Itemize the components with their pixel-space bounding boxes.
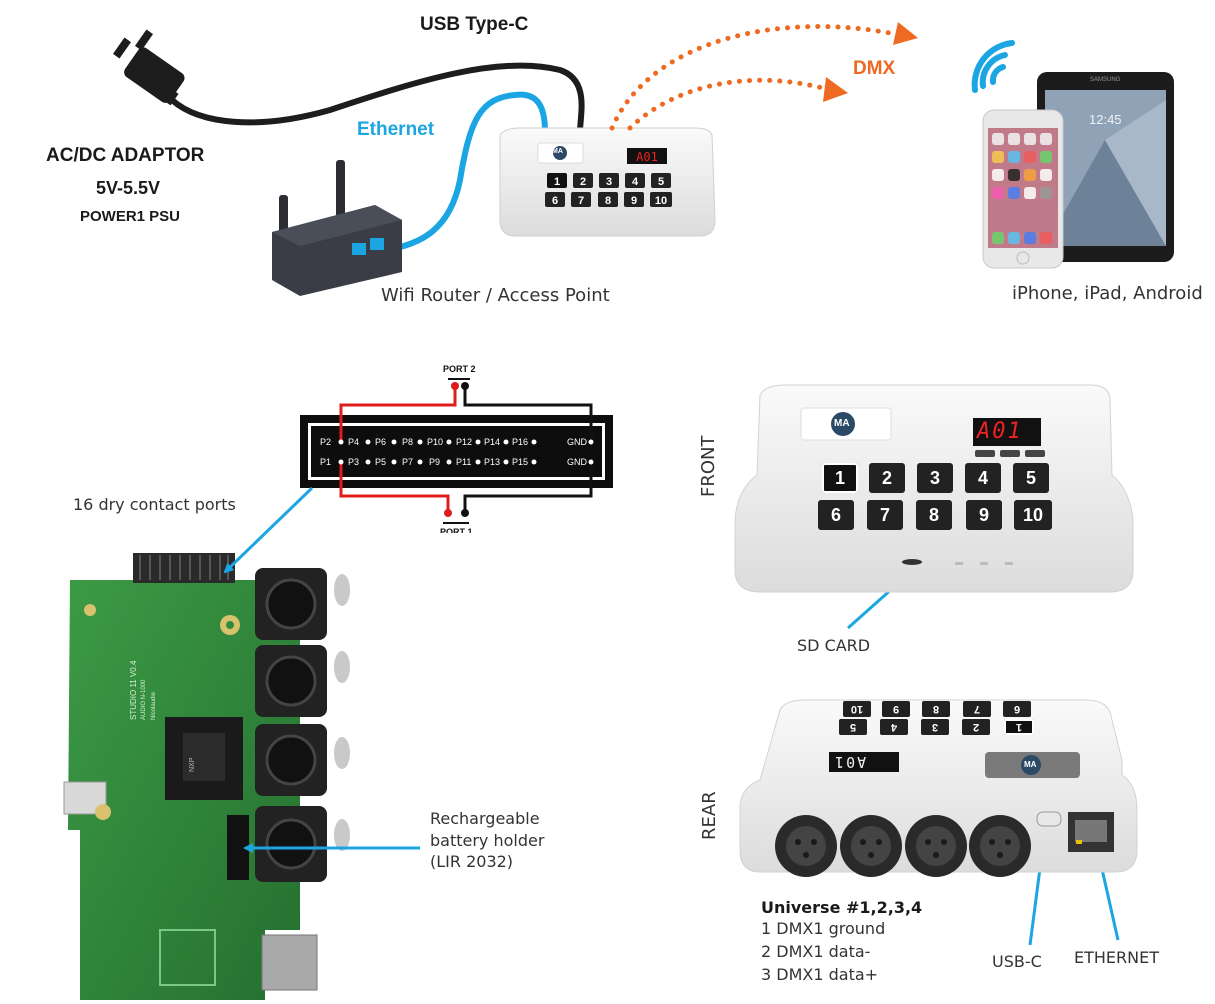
battery-label-line3: (LIR 2032): [430, 852, 514, 871]
pin-3-label: 3 DMX1 data+: [761, 965, 879, 984]
key-7: 7: [867, 500, 903, 530]
pin-label: P4: [348, 437, 360, 447]
connector-diagram: [300, 378, 613, 524]
ethernet-label: Ethernet: [357, 119, 435, 140]
key-8: 8: [916, 500, 952, 530]
svg-text:A01: A01: [636, 150, 658, 164]
rear-key: 6: [1003, 701, 1031, 717]
battery-label-line2: battery holder: [430, 831, 545, 850]
pin-label: GND: [567, 457, 587, 467]
rear-key: 3: [921, 719, 949, 735]
rear-device-logo: MA: [1024, 760, 1037, 769]
svg-text:10: 10: [655, 195, 667, 207]
svg-text:9: 9: [631, 195, 637, 207]
universe-title: Universe #1,2,3,4: [761, 898, 923, 917]
power-plug-icon: [112, 29, 185, 106]
pin-label: P9: [429, 457, 441, 467]
key-10: 10: [1014, 500, 1052, 530]
adaptor-psu: POWER1 PSU: [80, 208, 181, 225]
rear-key: 5: [839, 719, 867, 735]
port-1-label: PORT 1: [440, 527, 473, 533]
dmx-arrows: [609, 22, 918, 131]
svg-text:8: 8: [605, 195, 611, 207]
key-5: 5: [1013, 463, 1049, 493]
rear-key: 4: [880, 719, 908, 735]
router-label: Wifi Router / Access Point: [381, 285, 610, 306]
sd-card-label: SD CARD: [797, 636, 871, 655]
pin-label: P15: [512, 457, 529, 467]
pin-label: P16: [512, 437, 529, 447]
pin-label: P2: [320, 437, 332, 447]
pin-label: P13: [484, 457, 501, 467]
pin-label: GND: [567, 437, 587, 447]
rear-display: A01: [833, 753, 867, 771]
phone-icon: [982, 109, 1064, 269]
pin-label: P10: [427, 437, 444, 447]
pin-label: P5: [375, 457, 387, 467]
pin-label: P1: [320, 457, 332, 467]
svg-text:6: 6: [552, 195, 558, 207]
pin-1-label: 1 DMX1 ground: [761, 919, 886, 938]
dry-contact-arrow: [223, 486, 314, 574]
key-6: 6: [818, 500, 854, 530]
rear-key: 10: [843, 701, 871, 717]
tablet-brand: SAMSUNG: [1090, 77, 1121, 83]
svg-text:5: 5: [658, 176, 664, 188]
tablet-clock: 12:45: [1089, 112, 1122, 127]
battery-label-line1: Rechargeable: [430, 809, 540, 828]
adaptor-voltage: 5V-5.5V: [96, 178, 161, 198]
wifi-icon: [971, 40, 1015, 93]
front-display: A01: [977, 419, 1023, 444]
svg-text:3: 3: [606, 176, 612, 188]
rear-key: 7: [963, 701, 991, 717]
usb-type-c-label: USB Type-C: [420, 14, 529, 35]
ethernet-cable: [382, 91, 548, 253]
rear-key: 1: [1004, 719, 1034, 735]
usb-c-label: USB-C: [992, 952, 1042, 971]
small-device-logo: MA: [552, 148, 563, 155]
pcb-text: AUDIO N-1000: [141, 679, 147, 720]
svg-text:1: 1: [554, 176, 560, 188]
front-device-logo: MA: [834, 418, 850, 429]
rear-label: REAR: [699, 791, 720, 840]
dmx-label: DMX: [853, 58, 896, 79]
ethernet-port-label: ETHERNET: [1074, 948, 1159, 967]
tablet-icon: [1037, 72, 1174, 262]
pcb-text: Nicolaudie: [151, 691, 157, 720]
dry-contact-label: 16 dry contact ports: [73, 495, 236, 514]
key-4: 4: [965, 463, 1001, 493]
key-2: 2: [869, 463, 905, 493]
usb-cable: [169, 62, 585, 135]
pin-label: P8: [402, 437, 414, 447]
pin-label: P7: [402, 457, 414, 467]
rear-key: 8: [922, 701, 950, 717]
wifi-router-icon: [272, 160, 402, 296]
key-3: 3: [917, 463, 953, 493]
adaptor-title: AC/DC ADAPTOR: [46, 145, 205, 166]
svg-text:2: 2: [580, 176, 586, 188]
svg-text:7: 7: [578, 195, 584, 207]
pcb-text: STUDIO 11 V0.4: [129, 660, 138, 720]
pin-label: P3: [348, 457, 360, 467]
rear-key: 9: [882, 701, 910, 717]
rear-key: 2: [962, 719, 990, 735]
pin-label: P12: [456, 437, 473, 447]
pin-label: P6: [375, 437, 387, 447]
chip-label: NXP: [189, 757, 196, 772]
devices-label: iPhone, iPad, Android: [1012, 283, 1203, 304]
rear-device-image: [739, 699, 1138, 877]
pin-label: P11: [456, 457, 472, 467]
pcb-board-image: [63, 553, 350, 1000]
port-2-label: PORT 2: [443, 364, 476, 374]
small-device-image: A01 1 2 3 4 5 6 7 8 9 10: [499, 127, 716, 237]
pin-label: P14: [484, 437, 501, 447]
svg-text:4: 4: [632, 176, 639, 188]
key-9: 9: [966, 500, 1002, 530]
pin-2-label: 2 DMX1 data-: [761, 942, 871, 961]
key-1: 1: [822, 463, 858, 493]
front-label: FRONT: [698, 435, 719, 498]
